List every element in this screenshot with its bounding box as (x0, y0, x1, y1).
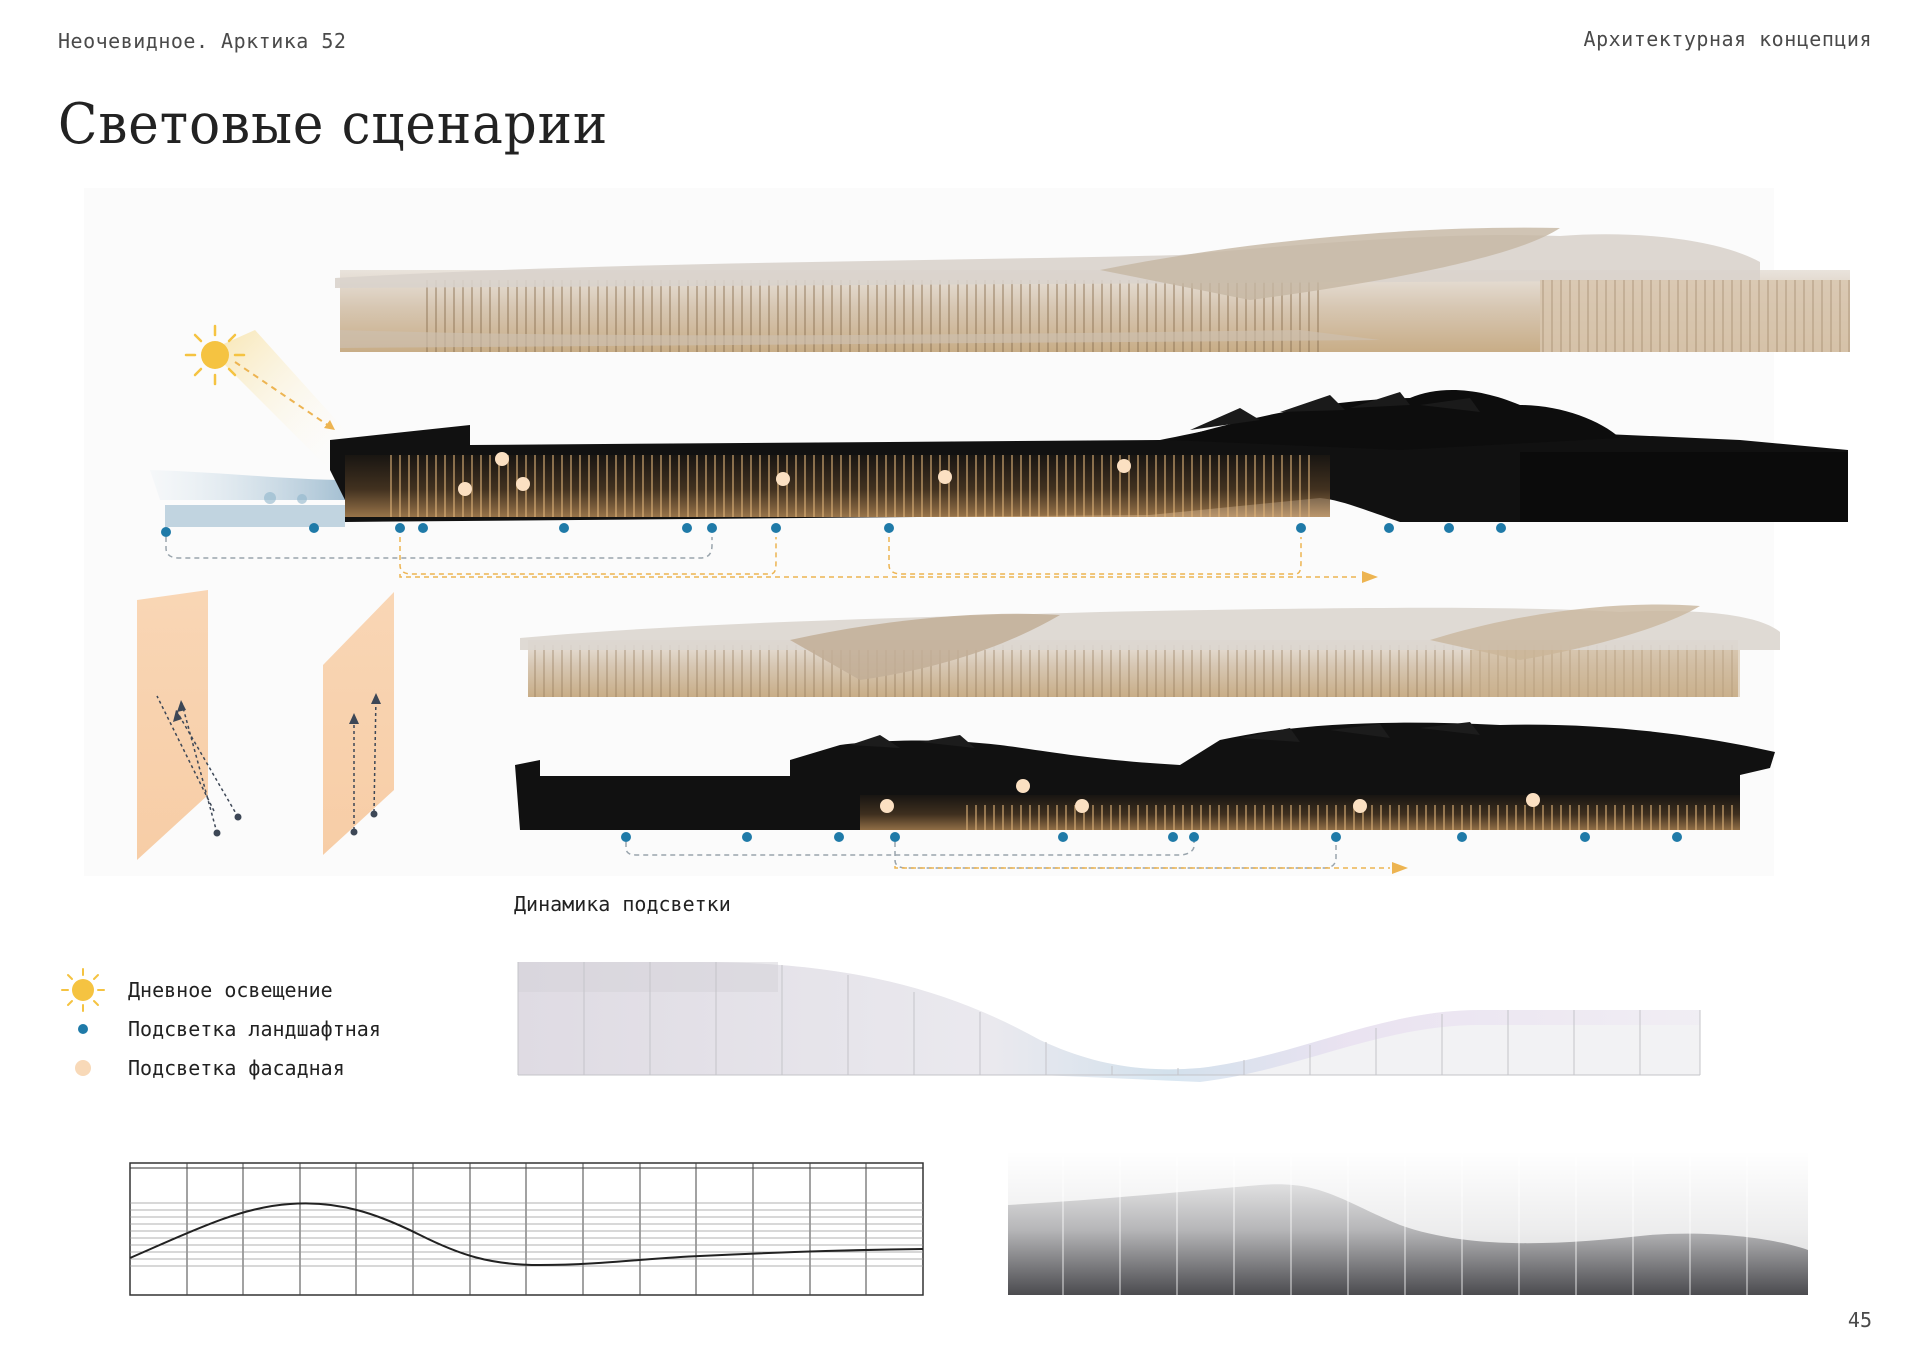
legend-label: Дневное освещение (128, 978, 333, 1002)
sun-icon (60, 968, 106, 1012)
landscape-lights-row-1 (161, 523, 1506, 537)
legend-label: Подсветка ландшафтная (128, 1017, 381, 1041)
peach-dot-icon (60, 1053, 106, 1083)
night-elevation-2 (515, 722, 1775, 830)
legend-item-facade: Подсветка фасадная (60, 1053, 345, 1083)
sun-angle-panel-2 (323, 592, 394, 855)
legend-item-landscape: Подсветка ландшафтная (60, 1014, 381, 1044)
blue-dot-icon (60, 1014, 106, 1044)
day-elevation-2 (520, 604, 1780, 697)
facade-lights-row-1 (458, 452, 1131, 496)
sun-icon (184, 324, 246, 386)
direction-arrow-2 (1392, 862, 1408, 874)
ground-strip (150, 470, 345, 527)
sun-angle-panel-1 (137, 590, 242, 860)
facade-lights-row-2 (880, 779, 1540, 813)
project-name: Неочевидное. Арктика 52 (58, 29, 347, 53)
sequence-path-2 (625, 842, 1390, 869)
legend-label: Подсветка фасадная (128, 1056, 345, 1080)
legend-item-daylight: Дневное освещение (60, 968, 333, 1012)
landscape-lights-row-2 (621, 832, 1682, 842)
night-elevation-1 (330, 389, 1848, 522)
lighting-dynamics-band (517, 962, 1701, 1082)
grid-wave-diagram (129, 1162, 924, 1296)
sun-beam (210, 330, 345, 470)
sequence-path-1 (165, 537, 1360, 578)
section-name: Архитектурная концепция (1583, 27, 1872, 51)
direction-arrow-1 (1362, 571, 1378, 583)
page-number: 45 (1847, 1308, 1872, 1332)
day-elevation-1 (335, 227, 1850, 352)
dynamics-label: Динамика подсветки (514, 892, 731, 916)
grey-gradient-wall (1008, 1150, 1808, 1295)
page-title: Световые сценарии (58, 92, 609, 157)
